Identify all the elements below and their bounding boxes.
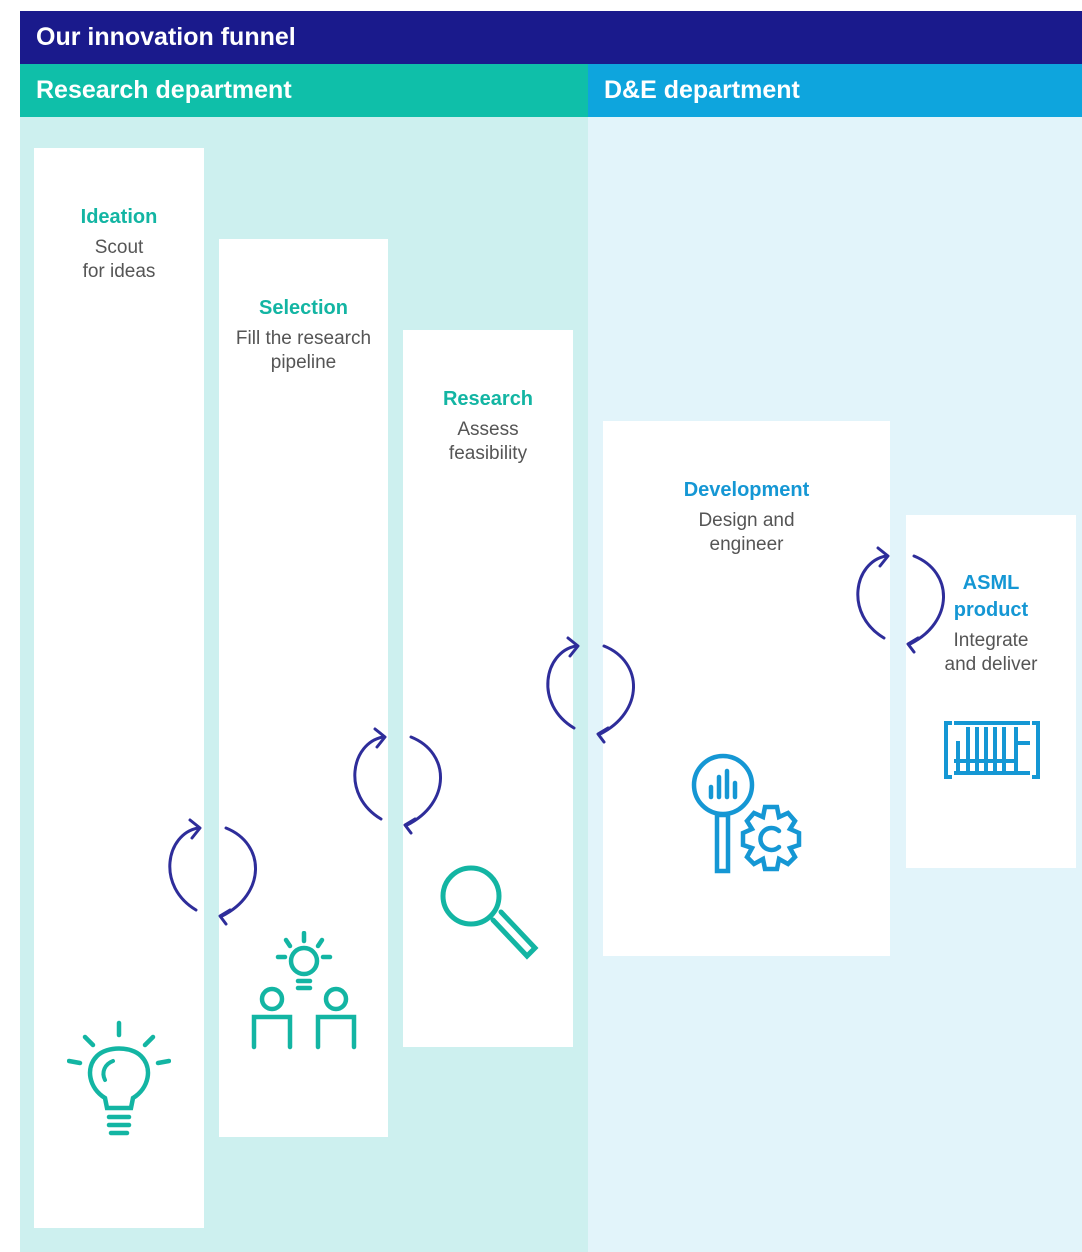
stage-card-ideation: Ideation Scout for ideas [34, 148, 204, 1228]
research-department-header: Research department [20, 64, 588, 117]
de-department-header: D&E department [588, 64, 1082, 117]
stage-title-development: Development [683, 479, 810, 501]
cycle-arrows-icon [353, 727, 442, 835]
cycle-arrows-icon [546, 636, 635, 744]
stage-card-development: Development Design and engineer [603, 421, 890, 956]
stage-title-asml-product: ASML product [953, 572, 1029, 621]
magnifier-icon [440, 865, 539, 960]
machine-icon [944, 721, 1040, 779]
stage-description-selection: Fill the research pipeline [235, 328, 372, 373]
stage-description-asml-product: Integrate and deliver [944, 630, 1038, 675]
stage-title-ideation: Ideation [80, 206, 158, 228]
stage-description-research: Assess feasibility [448, 419, 528, 464]
stage-title-selection: Selection [259, 297, 348, 319]
stage-card-asml-product: ASML product Integrate and deliver [906, 515, 1076, 868]
team-idea-icon [251, 931, 357, 1050]
cycle-arrows-icon [856, 546, 945, 654]
stage-card-selection: Selection Fill the research pipeline [219, 239, 388, 1137]
analysis-gear-icon [691, 753, 802, 874]
stage-card-research: Research Assess feasibility [403, 330, 573, 1047]
stage-description-development: Design and engineer [698, 510, 795, 555]
cycle-arrows-icon [168, 818, 257, 926]
stage-title-research: Research [442, 388, 534, 410]
lightbulb-icon [67, 1020, 171, 1136]
funnel-title: Our innovation funnel [20, 11, 1082, 64]
stage-description-ideation: Scout for ideas [82, 237, 156, 282]
